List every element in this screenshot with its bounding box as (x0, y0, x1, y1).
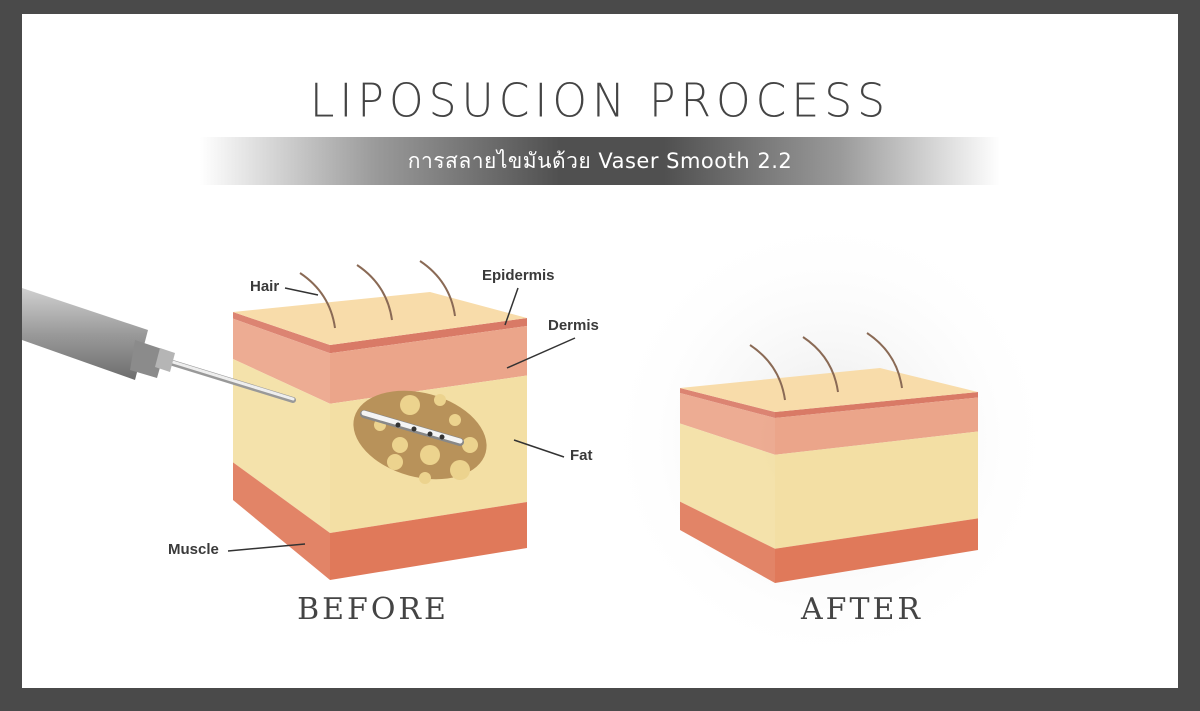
dermis-layer (680, 392, 775, 455)
fat-layer (775, 431, 978, 549)
hair (802, 336, 839, 393)
page-title: LIPOSUCION PROCESS (309, 74, 891, 129)
hair (749, 344, 786, 401)
after-skin-cube (680, 332, 978, 583)
label-hair: Hair (250, 278, 280, 295)
muscle-layer (680, 501, 775, 583)
muscle-layer (233, 462, 330, 580)
fat-cell (400, 395, 420, 415)
hair (419, 260, 456, 317)
dermis-layer (330, 326, 527, 404)
hair (356, 264, 393, 321)
dermis-layer (775, 397, 978, 455)
muscle-layer (775, 518, 978, 583)
fat-cell (450, 460, 470, 480)
epidermis-layer (680, 388, 775, 418)
epidermis-layer (233, 312, 330, 354)
fat-cell (434, 394, 446, 406)
fat-blob (353, 390, 487, 480)
hair (299, 272, 336, 329)
skin-surface (680, 368, 978, 412)
fat-cell (392, 437, 408, 453)
label-fat: Fat (570, 447, 593, 464)
label-leader-lines (227, 287, 576, 552)
label-epidermis: Epidermis (482, 267, 555, 284)
caption-before: BEFORE (297, 592, 449, 627)
dermis-layer (233, 318, 330, 404)
fat-cell (449, 414, 461, 426)
fat-deposit (353, 390, 487, 484)
fat-cell (420, 445, 440, 465)
caption-after: AFTER (801, 592, 923, 627)
subtitle-banner: การสลายไขมันด้วย Vaser Smooth 2.2 (200, 137, 1000, 185)
hair (866, 332, 903, 389)
muscle-layer (330, 502, 527, 580)
subtitle: การสลายไขมันด้วย Vaser Smooth 2.2 (407, 148, 793, 173)
fat-cell (462, 437, 478, 453)
fat-layer (680, 423, 775, 549)
label-muscle: Muscle (168, 541, 219, 558)
syringe (22, 288, 296, 403)
epidermis-layer (775, 392, 978, 418)
cannula (360, 410, 464, 446)
fat-cell (387, 454, 403, 470)
epidermis-layer (330, 318, 527, 354)
fat-layer (233, 359, 330, 533)
fat-cell (419, 472, 431, 484)
label-dermis: Dermis (548, 317, 599, 334)
